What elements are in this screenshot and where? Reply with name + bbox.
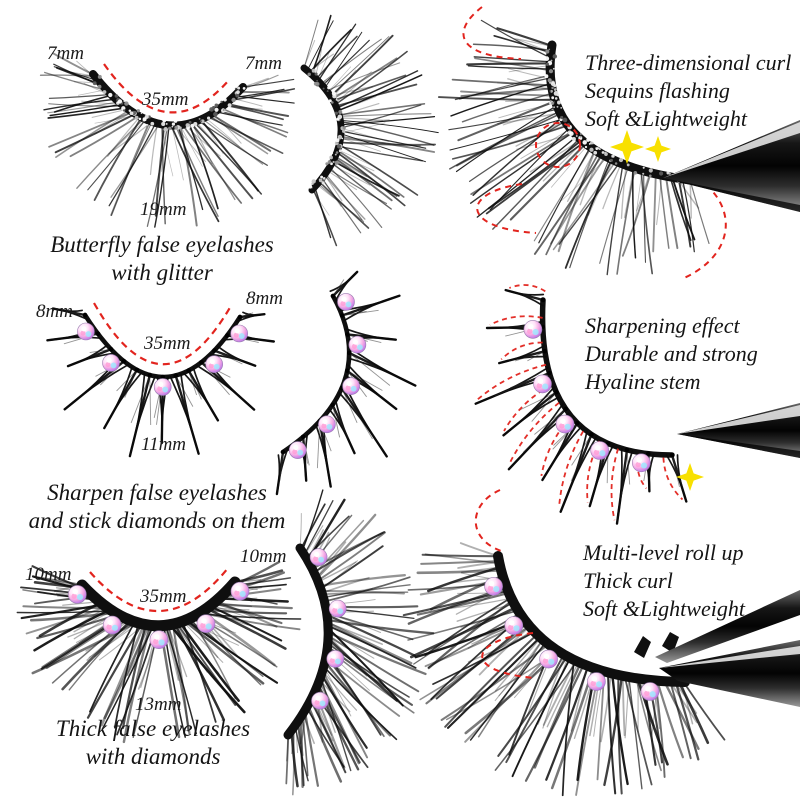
row2-center-length-label: 11mm xyxy=(141,434,187,455)
row3-left-tip-label: 10mm xyxy=(25,564,72,585)
row3-feature-2: Thick curl xyxy=(583,568,673,593)
row2-inner-width-label: 35mm xyxy=(144,333,191,354)
row2-feature-list: Sharpening effect Durable and strong Hya… xyxy=(585,312,758,396)
row2-left-lash-photo xyxy=(46,302,275,458)
row1-caption-line1: Butterfly false eyelashes xyxy=(50,232,274,257)
row2-caption-line2: and stick diamonds on them xyxy=(28,508,286,533)
row2-feature-3: Hyaline stem xyxy=(585,369,701,394)
row3-middle-lash-photo xyxy=(283,489,435,796)
row2-caption-line1: Sharpen false eyelashes xyxy=(47,480,267,505)
row3-feature-list: Multi-level roll up Thick curl Soft &Lig… xyxy=(583,539,745,623)
row3-feature-3: Soft &Lightweight xyxy=(583,596,745,621)
row3-left-lash-photo xyxy=(16,560,302,744)
row1-middle-lash-photo xyxy=(300,14,439,247)
row1-center-length-label: 19mm xyxy=(140,199,187,220)
row2-caption: Sharpen false eyelashes and stick diamon… xyxy=(0,479,317,535)
row2-left-tip-label: 8mm xyxy=(36,301,73,322)
row3-right-lash-with-tweezers xyxy=(402,489,800,797)
row2-feature-2: Durable and strong xyxy=(585,341,758,366)
row2-right-lash-with-tweezers xyxy=(474,284,800,525)
row3-caption-line1: Thick false eyelashes xyxy=(55,716,251,741)
row3-caption-line2: with diamonds xyxy=(85,744,221,769)
row1-right-tip-label: 7mm xyxy=(245,53,282,74)
row1-feature-1: Three-dimensional curl xyxy=(585,50,792,75)
row1-inner-width-label: 35mm xyxy=(142,89,189,110)
row1-right-lash-with-tweezers xyxy=(437,6,800,279)
row1-caption: Butterfly false eyelashes with glitter xyxy=(2,231,322,287)
row3-center-length-label: 13mm xyxy=(135,694,182,715)
row1-feature-3: Soft &Lightweight xyxy=(585,106,747,131)
row2-feature-1: Sharpening effect xyxy=(585,313,740,338)
row1-left-tip-label: 7mm xyxy=(47,43,84,64)
row3-right-tip-label: 10mm xyxy=(240,546,287,567)
row3-caption: Thick false eyelashes with diamonds xyxy=(0,715,313,771)
row2-right-tip-label: 8mm xyxy=(246,288,283,309)
row1-caption-line2: with glitter xyxy=(111,260,213,285)
row3-feature-1: Multi-level roll up xyxy=(583,540,744,565)
row1-feature-list: Three-dimensional curl Sequins flashing … xyxy=(585,49,791,133)
row1-feature-2: Sequins flashing xyxy=(585,78,730,103)
row2-middle-lash-photo xyxy=(275,270,417,496)
row1-left-lash-photo xyxy=(39,52,296,228)
row3-inner-width-label: 35mm xyxy=(140,586,187,607)
